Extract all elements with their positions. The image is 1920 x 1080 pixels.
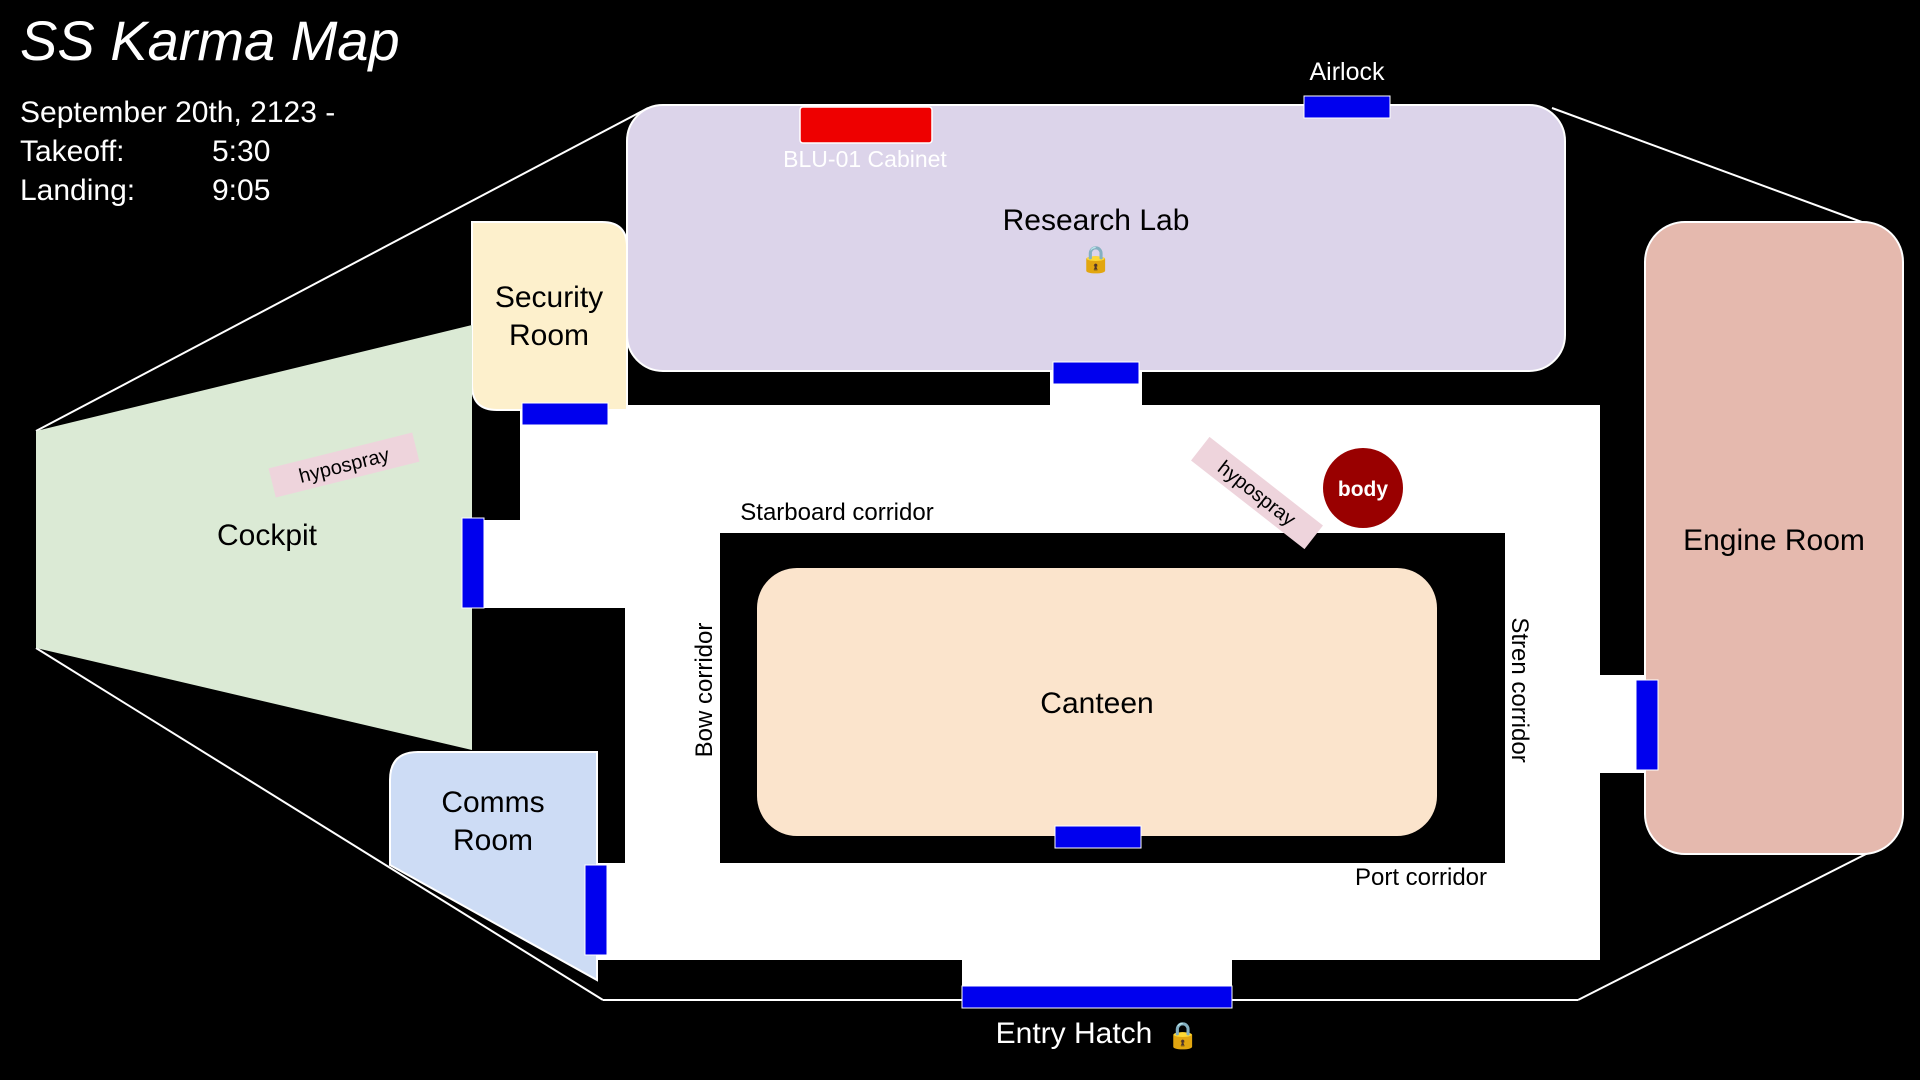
landing-time: 9:05: [212, 174, 271, 207]
security-room-label-line2: Room: [509, 319, 589, 352]
cabinet-label: BLU-01 Cabinet: [783, 146, 947, 172]
comms-room[interactable]: [389, 751, 598, 982]
canteen-label: Canteen: [1040, 687, 1153, 720]
cockpit-room[interactable]: [36, 325, 472, 750]
security-room-door[interactable]: [521, 402, 609, 426]
engine-room-label: Engine Room: [1683, 524, 1865, 557]
security-room-label-line1: Security: [495, 281, 603, 314]
port-corridor-label: Port corridor: [1355, 864, 1487, 891]
blu-01-cabinet[interactable]: [799, 106, 933, 144]
flight-date: September 20th, 2123 -: [20, 96, 336, 129]
research-lab-label: Research Lab: [1003, 204, 1190, 237]
starboard-corridor-label: Starboard corridor: [740, 499, 933, 526]
takeoff-row: Takeoff: 5:30: [20, 135, 270, 169]
research-lab-room[interactable]: [626, 104, 1566, 372]
stren-corridor-label: Stren corridor: [1506, 617, 1533, 762]
takeoff-time: 5:30: [212, 135, 271, 168]
cockpit-door[interactable]: [461, 517, 485, 609]
map-title: SS Karma Map: [20, 9, 400, 72]
comms-room-label-line2: Room: [453, 824, 533, 857]
entry-hatch-door[interactable]: [961, 985, 1233, 1009]
landing-row: Landing: 9:05: [20, 174, 270, 208]
canteen-door[interactable]: [1054, 825, 1142, 849]
airlock-label: Airlock: [1309, 58, 1385, 86]
research-lab-door[interactable]: [1052, 361, 1140, 385]
airlock-door[interactable]: [1303, 95, 1391, 119]
lock-icon: 🔒: [1080, 244, 1112, 274]
body-label: body: [1338, 478, 1388, 501]
security-room[interactable]: [471, 221, 628, 411]
comms-room-door[interactable]: [584, 864, 608, 956]
entry-hatch-label: Entry Hatch: [996, 1017, 1153, 1050]
canteen-room[interactable]: [757, 568, 1437, 836]
body-circle: [1323, 448, 1403, 528]
entry-hatch-lock-icon: 🔒: [1167, 1020, 1199, 1050]
cockpit-label: Cockpit: [217, 519, 318, 552]
landing-label: Landing:: [20, 174, 136, 207]
bow-corridor-label: Bow corridor: [691, 623, 718, 758]
takeoff-label: Takeoff:: [20, 135, 125, 168]
engine-room[interactable]: [1644, 221, 1904, 855]
engine-room-door[interactable]: [1635, 679, 1659, 771]
body-marker[interactable]: body: [1323, 448, 1403, 528]
comms-room-label-line1: Comms: [441, 786, 544, 819]
corridor-floor: [472, 365, 1650, 990]
